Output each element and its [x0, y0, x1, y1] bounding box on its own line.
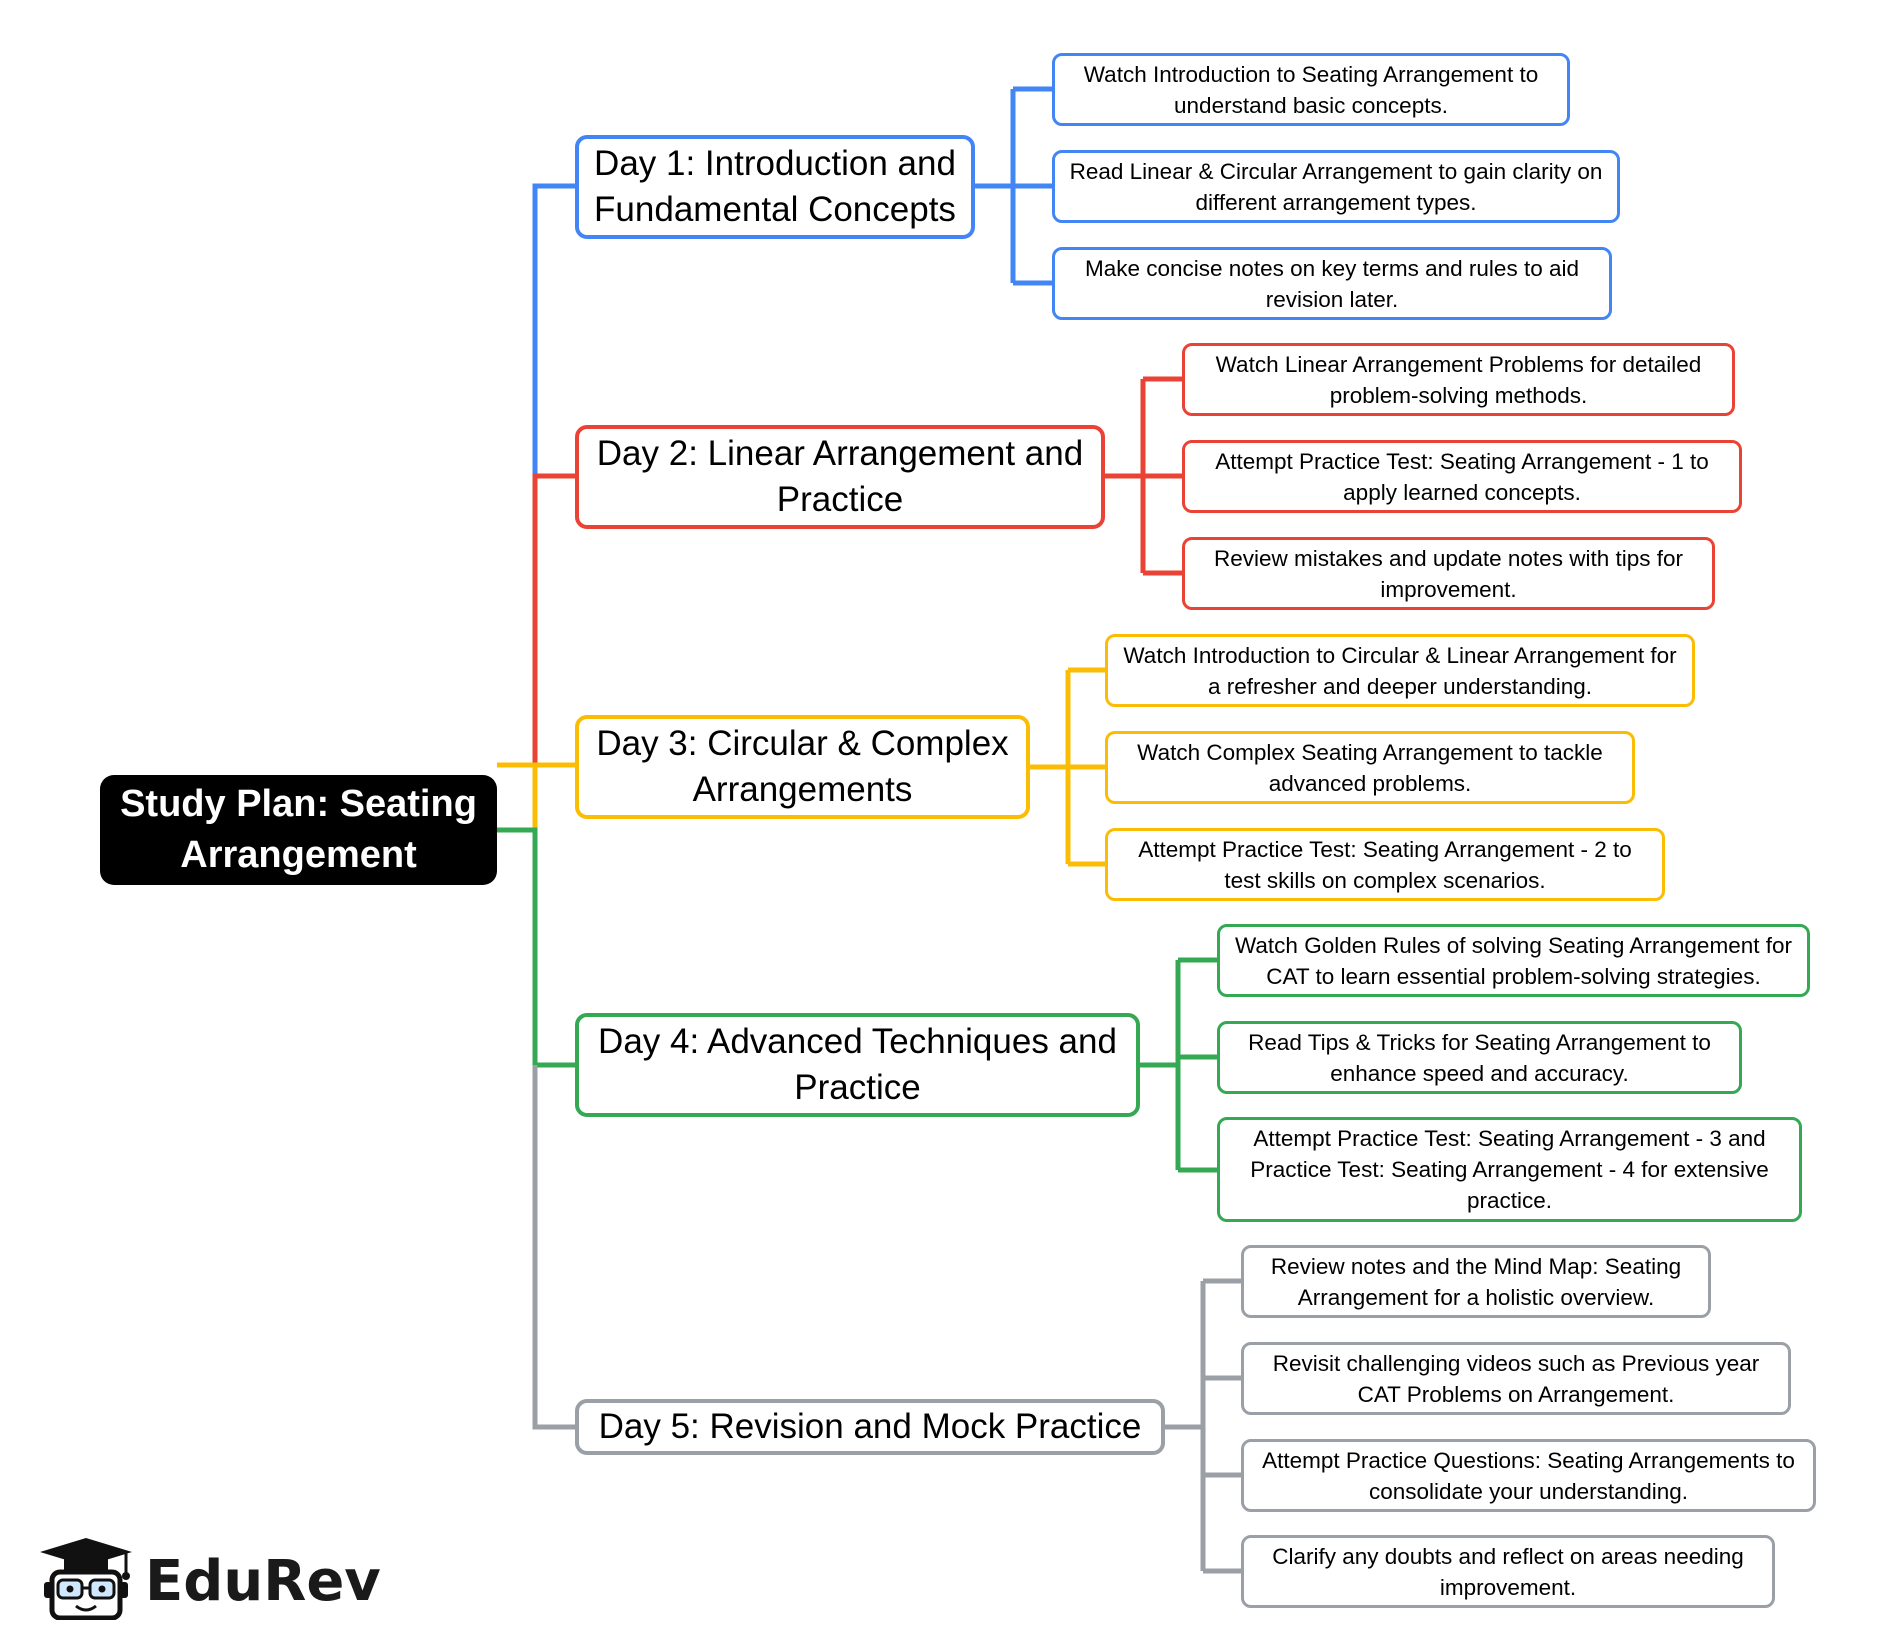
branch-day1 — [975, 86, 1052, 286]
task-text: Attempt Practice Test: Seating Arrangeme… — [1215, 448, 1709, 505]
day3-task-2: Watch Complex Seating Arrangement to tac… — [1105, 731, 1635, 804]
day5-task-1: Review notes and the Mind Map: Seating A… — [1241, 1245, 1711, 1318]
day2-task-2: Attempt Practice Test: Seating Arrangeme… — [1182, 440, 1742, 513]
task-text: Watch Golden Rules of solving Seating Ar… — [1235, 932, 1792, 989]
task-text: Watch Introduction to Circular & Linear … — [1123, 642, 1677, 699]
branch-day3 — [1030, 667, 1105, 867]
task-text: Watch Introduction to Seating Arrangemen… — [1083, 61, 1539, 118]
task-text: Watch Complex Seating Arrangement to tac… — [1137, 739, 1603, 796]
brand-logo — [38, 1530, 368, 1621]
day5-task-2: Revisit challenging videos such as Previ… — [1241, 1342, 1791, 1415]
task-text: Watch Linear Arrangement Problems for de… — [1215, 351, 1702, 408]
day4-label: Day 4: Advanced Techniques and Practice — [598, 1022, 1117, 1107]
trunk-day3 — [497, 762, 575, 834]
trunk-day1 — [532, 183, 575, 834]
root-node: Study Plan: Seating Arrangement — [100, 775, 497, 885]
day2-label: Day 2: Linear Arrangement and Practice — [596, 434, 1084, 519]
day1-node: Day 1: Introduction and Fundamental Conc… — [575, 135, 975, 239]
task-text: Make concise notes on key terms and rule… — [1084, 255, 1579, 312]
graduation-cap-mascot-icon — [40, 1538, 132, 1621]
brand-name: EduRev — [145, 1549, 381, 1614]
day1-task-3: Make concise notes on key terms and rule… — [1052, 247, 1612, 320]
day1-task-2: Read Linear & Circular Arrangement to ga… — [1052, 150, 1620, 223]
day3-task-3: Attempt Practice Test: Seating Arrangeme… — [1105, 828, 1665, 901]
day4-node: Day 4: Advanced Techniques and Practice — [575, 1013, 1140, 1117]
day2-task-1: Watch Linear Arrangement Problems for de… — [1182, 343, 1735, 416]
branch-day4 — [1140, 957, 1217, 1173]
day4-task-1: Watch Golden Rules of solving Seating Ar… — [1217, 924, 1810, 997]
day2-task-3: Review mistakes and update notes with ti… — [1182, 537, 1715, 610]
day4-task-2: Read Tips & Tricks for Seating Arrangeme… — [1217, 1021, 1742, 1094]
task-text: Read Linear & Circular Arrangement to ga… — [1069, 158, 1603, 215]
task-text: Review notes and the Mind Map: Seating A… — [1270, 1253, 1682, 1310]
trunk-day5 — [532, 1065, 575, 1430]
day3-task-1: Watch Introduction to Circular & Linear … — [1105, 634, 1695, 707]
branch-day5 — [1165, 1278, 1241, 1574]
root-label: Study Plan: Seating Arrangement — [120, 783, 477, 876]
task-text: Read Tips & Tricks for Seating Arrangeme… — [1248, 1029, 1711, 1086]
day3-label: Day 3: Circular & Complex Arrangements — [596, 724, 1009, 809]
day5-task-3: Attempt Practice Questions: Seating Arra… — [1241, 1439, 1816, 1512]
task-text: Clarify any doubts and reflect on areas … — [1272, 1543, 1744, 1600]
task-text: Attempt Practice Questions: Seating Arra… — [1262, 1447, 1795, 1504]
task-text: Review mistakes and update notes with ti… — [1214, 545, 1683, 602]
day1-label: Day 1: Introduction and Fundamental Conc… — [594, 144, 956, 229]
trunk-day4 — [497, 827, 575, 1068]
trunk-day2 — [532, 473, 575, 765]
day5-node: Day 5: Revision and Mock Practice — [575, 1399, 1165, 1455]
day5-task-4: Clarify any doubts and reflect on areas … — [1241, 1535, 1775, 1608]
day2-node: Day 2: Linear Arrangement and Practice — [575, 425, 1105, 529]
task-text: Attempt Practice Test: Seating Arrangeme… — [1138, 836, 1632, 893]
day1-task-1: Watch Introduction to Seating Arrangemen… — [1052, 53, 1570, 126]
task-text: Revisit challenging videos such as Previ… — [1272, 1350, 1760, 1407]
task-text: Attempt Practice Test: Seating Arrangeme… — [1250, 1126, 1769, 1213]
day3-node: Day 3: Circular & Complex Arrangements — [575, 715, 1030, 819]
day5-label: Day 5: Revision and Mock Practice — [598, 1407, 1142, 1446]
branch-day2 — [1105, 376, 1182, 576]
day4-task-3: Attempt Practice Test: Seating Arrangeme… — [1217, 1117, 1802, 1222]
